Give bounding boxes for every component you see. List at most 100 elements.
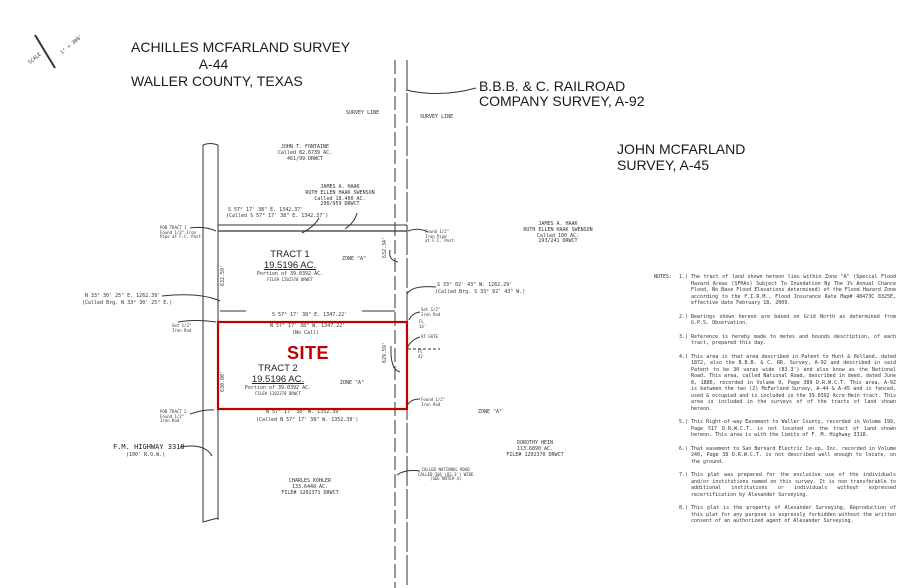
tract-1-portion: Portion of 39.0392 AC. <box>256 270 324 277</box>
tract1-east-distance: 632.34' <box>382 236 388 258</box>
tract-2-file: FILE# 1202370 DRWCT <box>255 390 301 396</box>
fontaine-record: 461/99 DRWCT <box>286 155 324 162</box>
highway-label: F.M. HIGHWAY 3318 <box>113 443 185 451</box>
bbb-survey-abstract: COMPANY SURVEY, A-92 <box>479 93 645 109</box>
tract2-east-distance: 629.59' <box>382 341 388 363</box>
leader-pob2 <box>189 409 215 415</box>
set-rod-east: Set 1/2" Iron Rod <box>421 307 441 317</box>
tract1-west-distance: 632.59' <box>220 264 226 286</box>
county-state: WALLER COUNTY, TEXAS <box>131 73 303 89</box>
fontaine-name: JOHN T. FONTAINE <box>280 144 330 150</box>
zone-a-tract2: ZONE "A" <box>340 380 365 386</box>
kohler-record: FILE# 1202371 DRWCT <box>281 489 339 496</box>
no-call-label: (No Call) <box>292 330 320 336</box>
survey-line-label-west: SURVEY LINE <box>346 110 380 116</box>
bearing-tract2-north: N 57° 17' 38" W. 1347.22' <box>270 323 346 329</box>
tract-1-label: TRACT 1 19.5196 AC. Portion of 39.0392 A… <box>240 249 340 282</box>
bearing-sw: S 33° 02' 43" W. 1262.29' <box>437 282 513 288</box>
pob-tract-2: POB TRACT 2 Found 1/2" Iron Rod <box>160 409 187 424</box>
leader-found-rod <box>406 398 421 407</box>
bearing-sw-called: (Called Brg. S 33° 02' 43" W.) <box>435 289 526 295</box>
haak-name: JAMES A. HAAK <box>538 221 578 227</box>
haak-acres: Called 100 AC. <box>536 232 580 239</box>
pob-tract-1: POB TRACT 1 Found 1/2" Iron Pipe at F.C.… <box>160 225 201 240</box>
found-pipe-label: Found 1/2" Iron Pipe at F.C. Post <box>425 229 454 244</box>
zone-a-east: ZONE "A" <box>478 409 503 415</box>
zone-a-tract1: ZONE "A" <box>342 256 367 262</box>
leader-at-gate <box>406 336 421 350</box>
fontaine-owner: JOHN T. FONTAINE Called 82.6739 AC. 461/… <box>265 144 345 162</box>
haak-owner-east: JAMES A. HAAK RUTH ELLEN HAAK SWENSON Ca… <box>508 221 608 245</box>
achilles-survey-title: ACHILLES MCFARLAND SURVEY <box>131 39 351 55</box>
found-rod-label: Found 1/2" Iron Rod <box>421 397 446 407</box>
note-4: 4.)This area is that area described in P… <box>676 354 896 413</box>
tract-1-file: FILE# 1202370 DRWCT <box>267 276 313 282</box>
survey-line-label-east: SURVEY LINE <box>420 114 454 120</box>
note-5: 5.)This Right-of-way Easement to Waller … <box>676 419 896 439</box>
leader-sw <box>406 286 437 295</box>
hein-record: FILE# 1202370 DRWCT <box>506 451 564 458</box>
note-text: This plat is the property of Alexander S… <box>691 505 896 524</box>
tract2-west-distance: 630.00' <box>220 370 226 392</box>
leader-pob1 <box>189 226 217 232</box>
leader-national-road <box>396 470 421 476</box>
note-number: 4.) <box>678 353 688 360</box>
bearing-bottom-called: (Called N 57° 17' 38" W. 1352.39') <box>256 417 359 423</box>
notes-block: NOTES: 1.)The tract of land shown hereon… <box>654 274 896 532</box>
leader-set-rod-1 <box>177 320 217 323</box>
tract-2-portion: Portion of 39.0392 AC. <box>244 384 312 391</box>
note-2: 2.)Bearings shown hereon are based on Gr… <box>676 314 896 327</box>
highway-row-west-line <box>202 145 219 523</box>
hein-name: DOROTHY HEIN <box>516 440 554 446</box>
leader-bearing-top <box>301 217 320 234</box>
notes-heading: NOTES: <box>654 274 673 280</box>
note-7: 7.)This plat was prepared for the exclus… <box>676 472 896 498</box>
hein-owner: DOROTHY HEIN 113.6890 AC. FILE# 1202370 … <box>500 440 570 458</box>
fence-corner-label: FC 42 <box>418 349 423 359</box>
leader-dist-e2 <box>390 345 401 373</box>
kohler-acres: 133.6448 AC. <box>291 483 329 490</box>
haak-acres: Called 18.400 AC. <box>314 195 366 202</box>
survey-line-leader <box>405 87 477 95</box>
haak-record: 193/241 DRWCT <box>538 238 578 245</box>
note-text: Reference is hereby made to metes and bo… <box>691 333 896 347</box>
note-text: Bearings shown hereon are based on Grid … <box>691 313 896 327</box>
fence-line-label: FL 14' <box>419 319 427 329</box>
note-text: The tract of land shown hereon lies with… <box>691 274 896 306</box>
note-1: 1.)The tract of land shown hereon lies w… <box>676 274 896 307</box>
achilles-survey-abstract: A-44 <box>198 56 229 72</box>
bearing-ne: N 33° 30' 25" E. 1262.39' <box>85 293 161 299</box>
tract-1-acres: 19.5196 AC. <box>263 259 317 271</box>
note-number: 2.) <box>678 313 688 320</box>
note-text: This area is that area described in Pate… <box>691 353 896 412</box>
leader-haak1 <box>344 212 358 230</box>
note-6: 6.)That easement to San Bernard Electric… <box>676 446 896 466</box>
at-gate-label: AT GATE <box>421 334 438 339</box>
bearing-top: S 57° 17' 38" E. 1342.37' <box>228 207 304 213</box>
leader-dist-e1 <box>389 249 399 263</box>
note-text: That easement to San Bernard Electric Co… <box>691 445 896 465</box>
national-road-label: CALLED NATIONAL ROAD CALLED 30¾ (83.3') … <box>418 467 474 482</box>
hein-acres: 113.6890 AC. <box>516 445 554 452</box>
haak-owner-north: JAMES A. HAAK RUTH ELLEN HAAK SWENSON Ca… <box>300 184 380 208</box>
tract-2-acres: 19.5196 AC. <box>251 373 305 385</box>
note-number: 6.) <box>678 445 688 452</box>
note-text: This plat was prepared for the exclusive… <box>691 472 896 498</box>
highway-row-label: (100' R.O.W.) <box>126 452 166 458</box>
leader-set-rod-2 <box>408 311 421 321</box>
tract-2-label: TRACT 2 19.5196 AC. Portion of 39.0392 A… <box>228 363 328 396</box>
site-boundary <box>216 320 409 411</box>
kohler-name: CHARLES KOHLER <box>288 478 332 484</box>
note-8: 8.)This plat is the property of Alexande… <box>676 505 896 525</box>
tract-2-name: TRACT 2 <box>258 363 298 374</box>
swenson-name: RUTH ELLEN HAAK SWENSON <box>523 226 593 233</box>
john-mcfarland-abstract: SURVEY, A-45 <box>617 157 710 173</box>
set-rod-west: Set 1/2" Iron Rod <box>172 323 192 333</box>
note-number: 1.) <box>678 274 688 280</box>
highway-top-cap <box>202 143 219 146</box>
haak-name: JAMES A. HAAK <box>320 184 360 190</box>
note-3: 3.)Reference is hereby made to metes and… <box>676 334 896 347</box>
leader-found-pipe <box>407 228 429 233</box>
